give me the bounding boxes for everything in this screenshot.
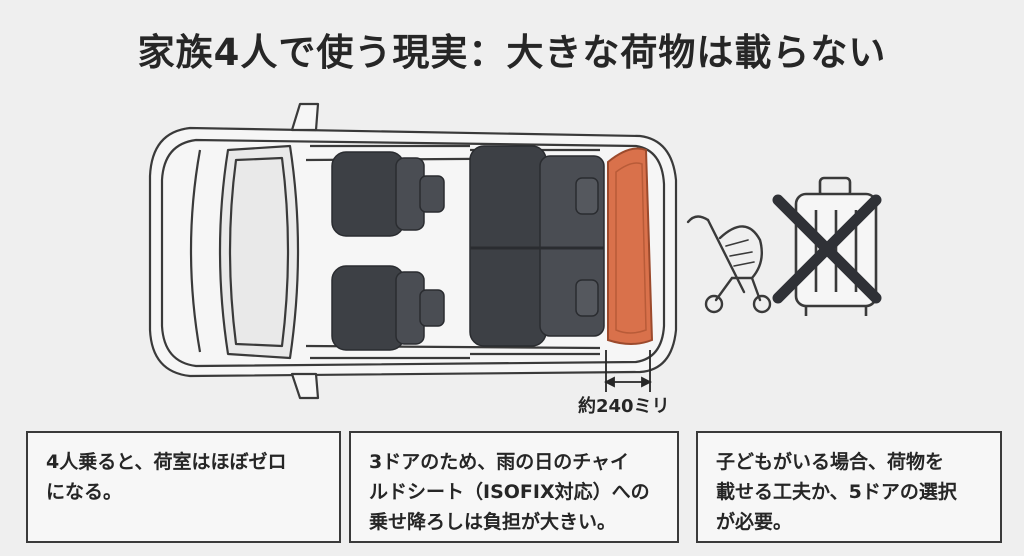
cargo-depth-label: 約240ミリ [578,396,670,417]
page-title: 家族4人で使う現実：大きな荷物は載らない [137,31,887,74]
note-box-recommendation: 子どもがいる場合、荷物を 載せる工夫か、5ドアの選択 が必要。 [696,431,1002,543]
note-box-child-seat: 3ドアのため、雨の日のチャイ ルドシート（ISOFIX対応）への 乗せ降ろしは負… [349,431,679,543]
cross-icon [772,194,882,304]
stroller-icon [686,215,772,314]
cargo-area [607,147,654,345]
dimension-arrow [603,350,653,392]
note-box-cargo: 4人乗ると、荷室はほぼゼロ になる。 [26,431,341,543]
front-seats [331,151,445,351]
rear-seats [469,145,605,347]
